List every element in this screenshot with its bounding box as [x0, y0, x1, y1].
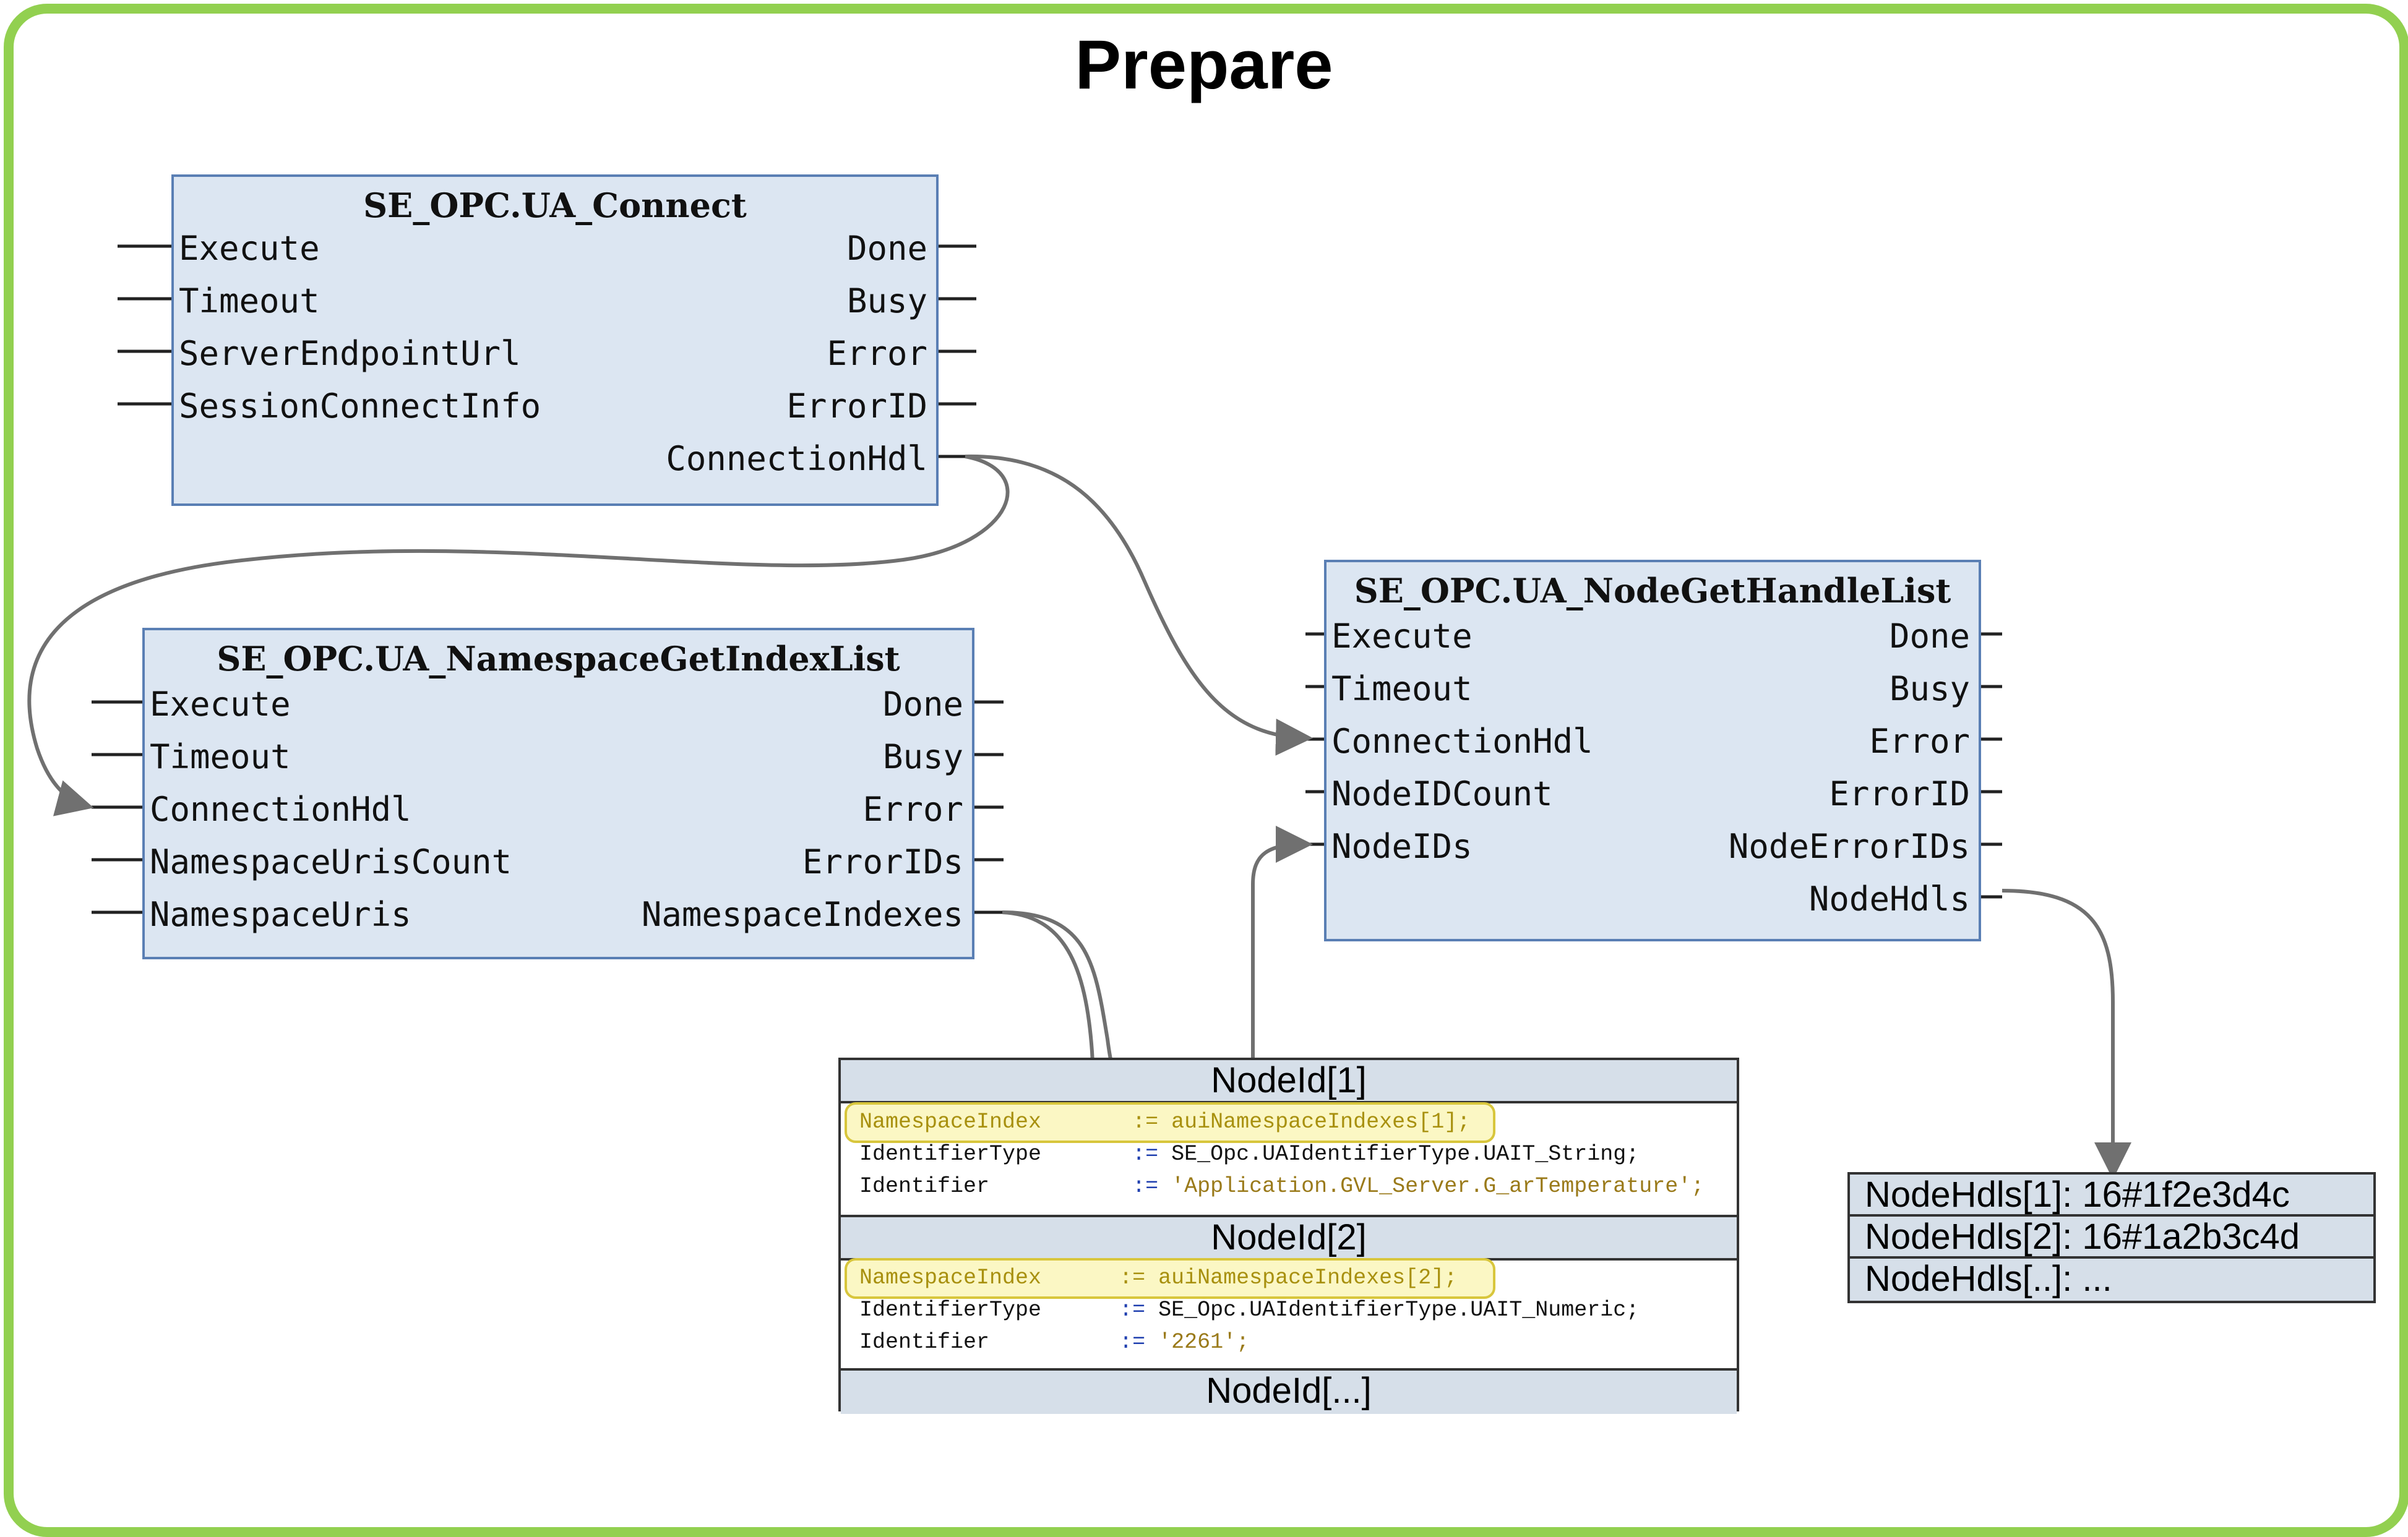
- field-name: IdentifierType: [859, 1142, 1042, 1167]
- pin-error: Error: [827, 334, 927, 373]
- pin-timeout: Timeout: [179, 281, 320, 320]
- pin-node-ids: NodeIDs: [1331, 827, 1473, 866]
- field-value: SE_Opc.UAIdentifierType.UAIT_Numeric;: [1158, 1298, 1640, 1322]
- field-value: '2261';: [1158, 1330, 1250, 1355]
- pin-connection-hdl: ConnectionHdl: [1331, 722, 1593, 761]
- pin-error-id: ErrorID: [786, 387, 927, 426]
- pin-namespace-uris: NamespaceUris: [150, 895, 411, 934]
- assign-op: :=: [1119, 1330, 1146, 1355]
- field-name: NamespaceIndex: [859, 1110, 1042, 1134]
- fb-ua-namespace-get-index-list: SE_OPC.UA_NamespaceGetIndexList Execute …: [142, 628, 974, 959]
- pin-namespace-uris-count: NamespaceUrisCount: [150, 842, 512, 881]
- pin-done: Done: [1889, 617, 1970, 656]
- pin-server-endpoint-url: ServerEndpointUrl: [179, 334, 521, 373]
- assign-op: :=: [1119, 1298, 1146, 1322]
- pin-node-error-ids: NodeErrorIDs: [1728, 827, 1970, 866]
- nodeid-1-type-line: IdentifierType := SE_Opc.UAIdentifierTyp…: [859, 1138, 1639, 1170]
- field-value: SE_Opc.UAIdentifierType.UAIT_String;: [1171, 1142, 1640, 1167]
- assign-op: :=: [1119, 1265, 1146, 1290]
- pin-busy: Busy: [1889, 669, 1970, 708]
- fb-title: SE_OPC.UA_NamespaceGetIndexList: [217, 639, 900, 679]
- fb-ua-node-get-handle-list: SE_OPC.UA_NodeGetHandleList Execute Time…: [1324, 560, 1981, 941]
- fb-title: SE_OPC.UA_NodeGetHandleList: [1354, 571, 1951, 610]
- pin-connection-hdl: ConnectionHdl: [150, 790, 411, 829]
- namespace-index-highlight: [845, 1102, 1495, 1143]
- pin-execute: Execute: [150, 685, 291, 724]
- pin-execute: Execute: [179, 229, 320, 268]
- fb-title: SE_OPC.UA_Connect: [363, 186, 747, 225]
- assign-op: :=: [1132, 1142, 1159, 1167]
- wire-connect-to-namespace: [27, 455, 1010, 816]
- pin-stubs: [92, 244, 2002, 914]
- field-value: 'Application.GVL_Server.G_arTemperature'…: [1171, 1174, 1705, 1199]
- assign-op: :=: [1132, 1110, 1159, 1134]
- pin-done: Done: [846, 229, 927, 268]
- pin-error-id: ErrorID: [1829, 774, 1970, 813]
- pin-timeout: Timeout: [150, 737, 291, 776]
- wire-connect-to-nodehandle: [965, 454, 1313, 756]
- diagram-title: Prepare: [1075, 26, 1333, 103]
- nodeid-2-identifier-line: Identifier := '2261';: [859, 1326, 1249, 1358]
- field-name: Identifier: [859, 1174, 990, 1199]
- nodeid-1-identifier-line: Identifier := 'Application.GVL_Server.G_…: [859, 1170, 1704, 1202]
- nodeid-1-namespace-line: NamespaceIndex := auiNamespaceIndexes[1]…: [859, 1106, 1470, 1138]
- pin-error-ids: ErrorIDs: [802, 842, 963, 881]
- nodeid-more-header: NodeId[...]: [841, 1368, 1737, 1414]
- nodehdls-item-2: NodeHdls[2]: 16#1a2b3c4d: [1847, 1214, 2376, 1259]
- pin-error: Error: [862, 790, 963, 829]
- pin-timeout: Timeout: [1331, 669, 1473, 708]
- wire-nodeid-to-nodehandle: [1251, 826, 1313, 1058]
- pin-busy: Busy: [846, 281, 927, 320]
- pin-node-hdls: NodeHdls: [1808, 880, 1970, 918]
- pin-done: Done: [882, 685, 963, 724]
- nodeid-1-header: NodeId[1]: [841, 1058, 1737, 1103]
- pin-execute: Execute: [1331, 617, 1473, 656]
- pin-busy: Busy: [882, 737, 963, 776]
- field-name: IdentifierType: [859, 1298, 1042, 1322]
- nodehdls-item-1: NodeHdls[1]: 16#1f2e3d4c: [1847, 1172, 2376, 1217]
- field-value: auiNamespaceIndexes[1];: [1171, 1110, 1471, 1134]
- nodeid-2-namespace-line: NamespaceIndex := auiNamespaceIndexes[2]…: [859, 1262, 1457, 1294]
- pin-session-connect-info: SessionConnectInfo: [179, 387, 541, 426]
- field-name: NamespaceIndex: [859, 1265, 1042, 1290]
- pin-node-id-count: NodeIDCount: [1331, 774, 1553, 813]
- pin-connection-hdl: ConnectionHdl: [666, 439, 927, 478]
- nodehdls-item-more: NodeHdls[..]: ...: [1847, 1256, 2376, 1303]
- fb-ua-connect: SE_OPC.UA_Connect Execute Timeout Server…: [171, 174, 939, 506]
- nodeid-2-type-line: IdentifierType := SE_Opc.UAIdentifierTyp…: [859, 1294, 1639, 1326]
- pin-error: Error: [1869, 722, 1970, 761]
- wire-nodehdls-to-list: [2002, 889, 2131, 1180]
- nodeid-table: NodeId[1] NamespaceIndex := auiNamespace…: [838, 1058, 1739, 1414]
- namespace-index-highlight: [845, 1258, 1495, 1299]
- field-value: auiNamespaceIndexes[2];: [1158, 1265, 1458, 1290]
- field-name: Identifier: [859, 1330, 990, 1355]
- nodeid-2-header: NodeId[2]: [841, 1215, 1737, 1261]
- assign-op: :=: [1132, 1174, 1159, 1199]
- pin-namespace-indexes: NamespaceIndexes: [641, 895, 963, 934]
